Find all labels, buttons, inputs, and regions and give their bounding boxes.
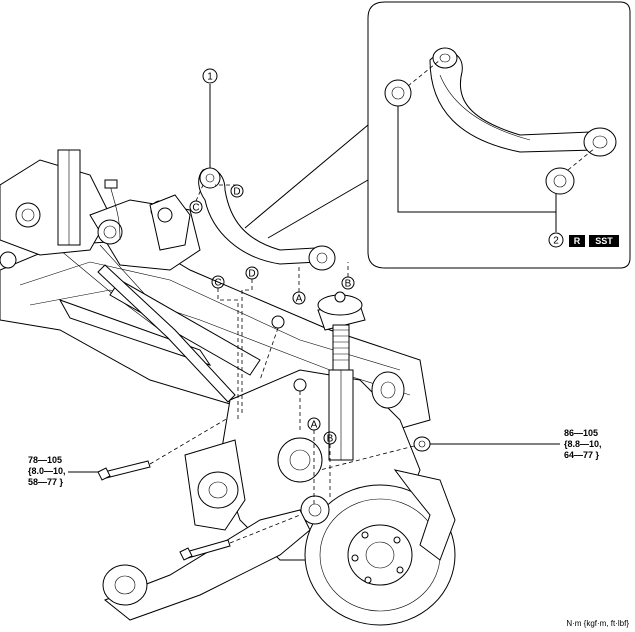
torque-right-line3: 64—77 }: [564, 450, 600, 460]
upper-control-arm: [198, 84, 336, 271]
torque-units-label: N·m {kgf·m, ft·lbf}: [566, 619, 629, 628]
marker-letter-d-lower: D: [248, 269, 255, 280]
torque-spec-right: 86—105 {8.8—10, 64—77 }: [564, 428, 602, 461]
detail-inset: [244, 1, 631, 269]
knuckle-and-hub: [219, 369, 456, 626]
shock-absorber: [317, 291, 405, 461]
torque-spec-left: 78—105 {8.0—10, 58—77 }: [28, 455, 66, 488]
torque-left-line3: 58—77 }: [28, 477, 64, 487]
callout-number-2: 2: [553, 236, 559, 247]
marker-letter-b-upper: B: [345, 279, 352, 290]
marker-letters: C D A B C D A B 1 2: [192, 72, 559, 445]
torque-right-line2: {8.8—10,: [564, 439, 602, 449]
marker-letter-c-lower: C: [214, 278, 221, 289]
marker-letter-c-upper: C: [192, 203, 199, 214]
replace-tag: R: [569, 235, 585, 247]
torque-left-line2: {8.0—10,: [28, 466, 66, 476]
alignment-markers: [189, 184, 355, 505]
marker-letter-a-lower: A: [311, 420, 318, 431]
callout-markers: [202, 68, 564, 248]
marker-letter-d-upper: D: [233, 187, 240, 198]
torque-right-line1: 86—105: [564, 428, 599, 438]
lower-control-arm: [102, 439, 311, 621]
special-tool-tag: SST: [589, 235, 619, 247]
marker-letter-a-upper: A: [296, 294, 303, 305]
fasteners: [68, 315, 560, 561]
marker-letter-b-lower: B: [327, 434, 334, 445]
torque-left-line1: 78—105: [28, 455, 63, 465]
callout-number-1: 1: [207, 72, 213, 83]
